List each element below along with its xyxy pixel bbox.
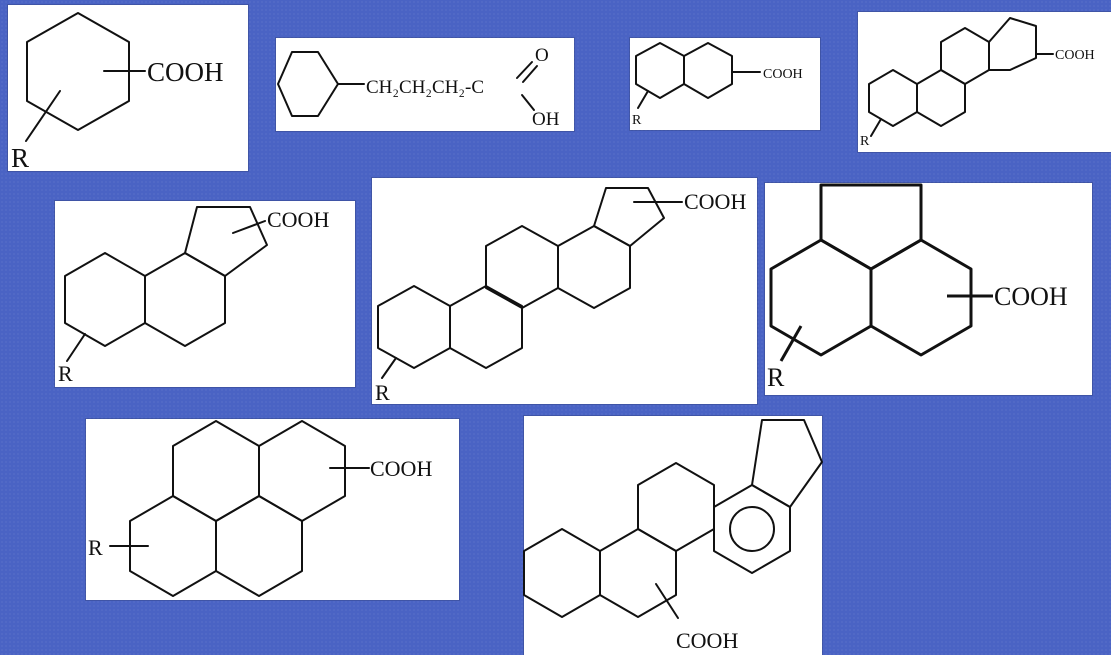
cyclohexane-ring <box>277 51 339 117</box>
ring-b <box>449 285 523 369</box>
aromatic-circle <box>729 506 775 552</box>
bicyclic-structure: COOH R <box>632 42 803 128</box>
cooh-bond <box>655 583 679 619</box>
hydroxyl-label: OH <box>532 109 560 130</box>
cooh-label: COOH <box>763 67 803 82</box>
cooh-label: COOH <box>267 207 329 232</box>
r-bond <box>66 333 86 362</box>
ring-top-right <box>258 420 346 522</box>
structure-panel-pentacyclic: COOH R <box>372 178 757 405</box>
ring-left <box>769 238 873 357</box>
tricyclic-structure: COOH R <box>58 206 329 386</box>
ring-bottom-right <box>215 495 303 597</box>
ring-d <box>988 17 1037 71</box>
r-label: R <box>58 361 73 386</box>
structure-panel-pyrene-like: COOH R <box>86 419 459 600</box>
r-label: R <box>88 535 103 560</box>
chain-acid-structure: CH₂CH₂CH₂-C O OH <box>277 45 560 130</box>
cooh-bond <box>232 220 266 234</box>
ring-a <box>523 528 601 618</box>
carbonyl-bond-1 <box>516 61 533 79</box>
ring-aromatic <box>713 484 791 574</box>
carbonyl-oxygen-label: O <box>535 45 549 66</box>
ring-a <box>377 285 451 369</box>
structure-panel-chain-acid: CH₂CH₂CH₂-C O OH <box>276 38 574 131</box>
ring-b <box>144 252 226 347</box>
hydroxyl-bond <box>521 94 535 111</box>
cooh-label: COOH <box>370 456 432 481</box>
cooh-label: COOH <box>684 189 746 214</box>
r-bond <box>25 90 61 142</box>
r-bond <box>381 357 397 379</box>
tetracyclic-structure: COOH R <box>860 17 1095 149</box>
ring-c <box>485 225 559 309</box>
cyclohexane-ring <box>26 12 130 131</box>
aromatic-steroid-structure: COOH <box>523 419 823 653</box>
ring-b <box>916 69 966 127</box>
r-bond <box>637 90 649 109</box>
cooh-label: COOH <box>1055 48 1095 63</box>
r-label: R <box>860 134 870 149</box>
structure-panel-tricyclic: COOH R <box>55 201 355 387</box>
ring-d <box>557 225 631 309</box>
peri-fused-structure: COOH R <box>767 183 1068 392</box>
r-label: R <box>767 363 785 392</box>
ring-a <box>635 42 685 99</box>
carbonyl-bond-2 <box>522 65 538 83</box>
ring-a <box>64 252 146 347</box>
pentacyclic-structure: COOH R <box>375 187 746 405</box>
r-label: R <box>11 143 29 173</box>
ring-c <box>184 206 268 277</box>
structure-panel-tetracyclic: COOH R <box>858 12 1111 152</box>
ring-b <box>599 528 677 618</box>
chain-label: CH₂CH₂CH₂-C <box>366 77 484 98</box>
ring-a <box>868 69 918 127</box>
structure-panel-bicyclic: COOH R <box>630 38 820 130</box>
cooh-label: COOH <box>147 57 224 87</box>
r-bond <box>779 325 803 362</box>
cooh-label: COOH <box>676 628 738 653</box>
cooh-label: COOH <box>994 282 1068 311</box>
structure-panel-peri-fused: COOH R <box>765 183 1092 395</box>
ring-top <box>819 183 923 271</box>
r-bond <box>870 118 882 137</box>
pyrene-like-structure: COOH R <box>88 420 432 597</box>
ring-e <box>593 187 665 247</box>
ring-top-left <box>172 420 260 522</box>
ring-c <box>940 27 990 85</box>
ring-b <box>683 42 733 99</box>
structure-panel-aromatic-steroid: COOH <box>523 416 823 655</box>
structure-panel-monocyclic: COOH R <box>8 5 248 173</box>
r-label: R <box>375 380 390 405</box>
monocyclic-structure: COOH R <box>11 12 224 173</box>
ring-d <box>751 419 823 508</box>
ring-c <box>637 462 715 552</box>
r-label: R <box>632 113 642 128</box>
